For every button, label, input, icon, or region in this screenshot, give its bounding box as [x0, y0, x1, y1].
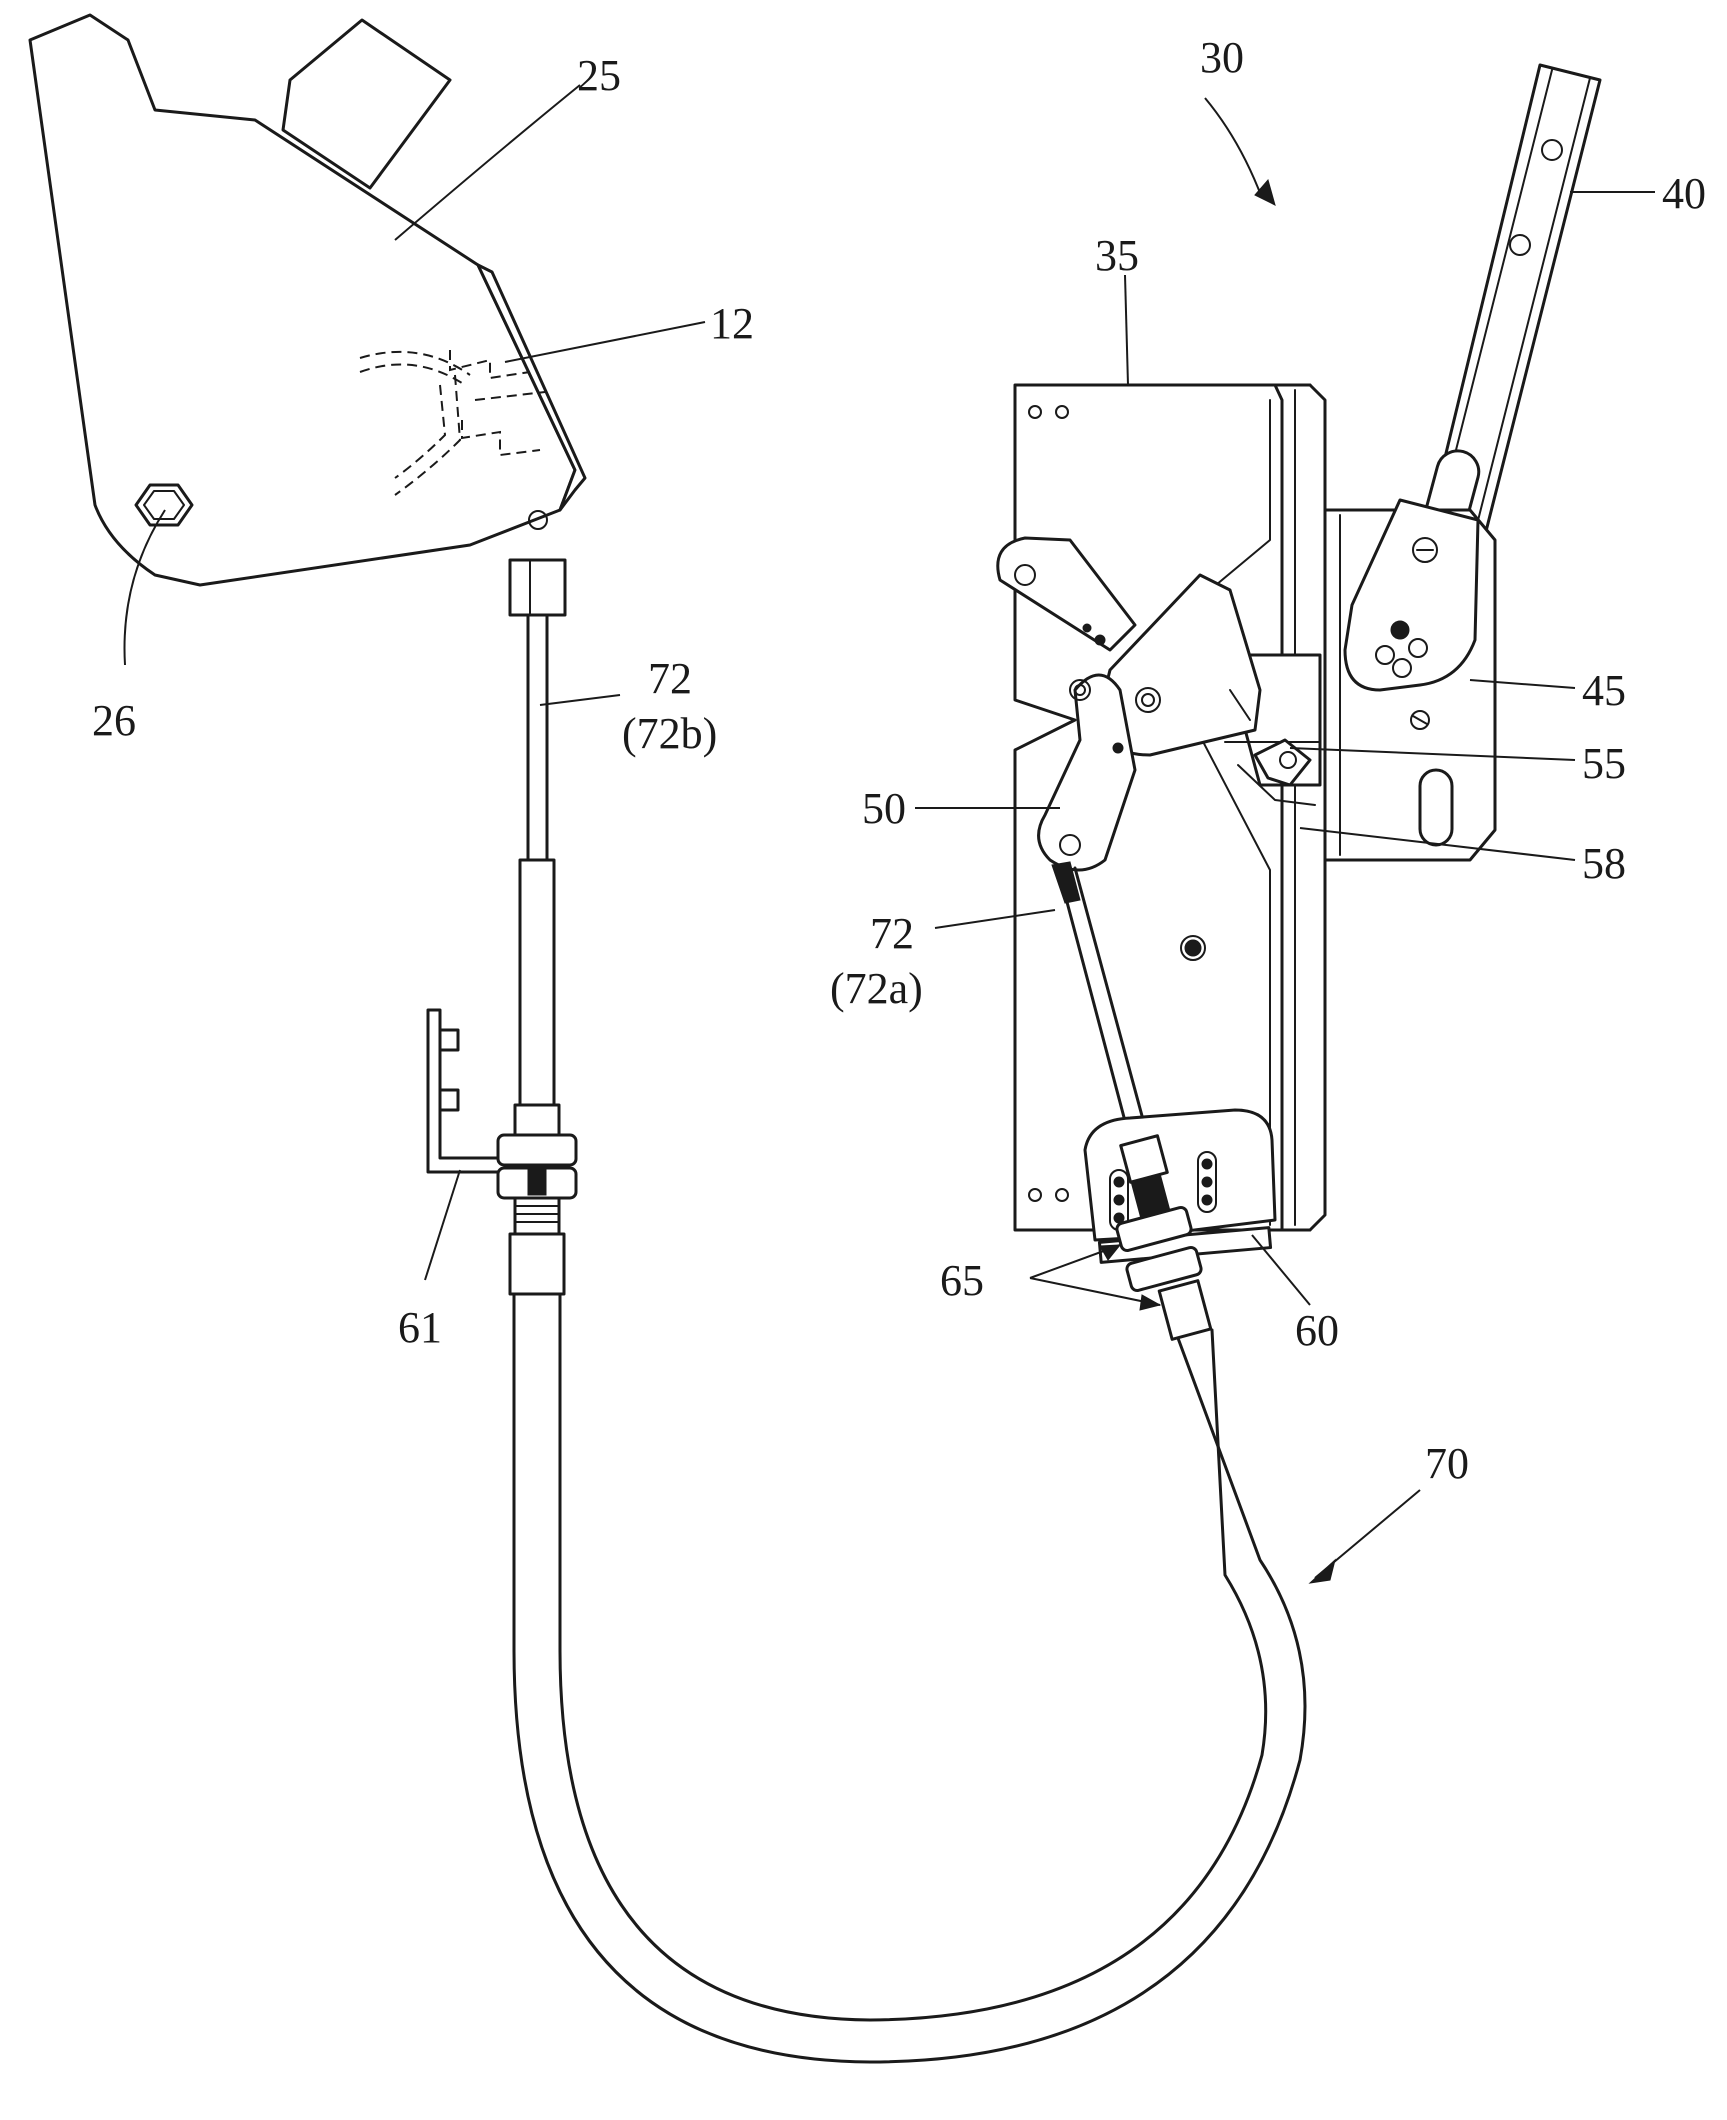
cable-nuts-left [496, 1103, 578, 1296]
linkage-50 [996, 536, 1262, 872]
label-72b: (72b) [622, 709, 717, 758]
cable-sheath-70 [512, 1292, 1307, 2064]
label-35: 35 [1095, 231, 1139, 280]
label-72-right: 72 [870, 909, 914, 958]
cable-nuts-65 [1115, 1134, 1213, 1341]
label-55: 55 [1582, 739, 1626, 788]
reference-labels: 25 12 26 72 (72b) 61 30 35 40 45 55 58 5… [92, 33, 1706, 1488]
lever-40 [1421, 63, 1602, 557]
label-50: 50 [862, 784, 906, 833]
inner-cable-72b [518, 613, 556, 1107]
housing-25 [28, 13, 587, 587]
label-45: 45 [1582, 666, 1626, 715]
label-61: 61 [398, 1303, 442, 1352]
label-70: 70 [1425, 1439, 1469, 1488]
side-plate-45 [1323, 498, 1497, 862]
bracket-61 [426, 1008, 507, 1174]
hidden-part-12 [359, 350, 546, 496]
label-25: 25 [577, 51, 621, 100]
cable-end-fitting-left [508, 558, 567, 617]
label-40: 40 [1662, 169, 1706, 218]
label-72-left: 72 [648, 654, 692, 703]
inner-cable-72a [1051, 861, 1150, 1142]
leader-lines [123, 84, 1655, 1584]
label-26: 26 [92, 696, 136, 745]
label-65: 65 [940, 1256, 984, 1305]
label-12: 12 [710, 299, 754, 348]
label-60: 60 [1295, 1306, 1339, 1355]
bracket-60 [1083, 1108, 1277, 1264]
label-72a: (72a) [830, 964, 923, 1013]
label-58: 58 [1582, 839, 1626, 888]
label-30: 30 [1200, 33, 1244, 82]
